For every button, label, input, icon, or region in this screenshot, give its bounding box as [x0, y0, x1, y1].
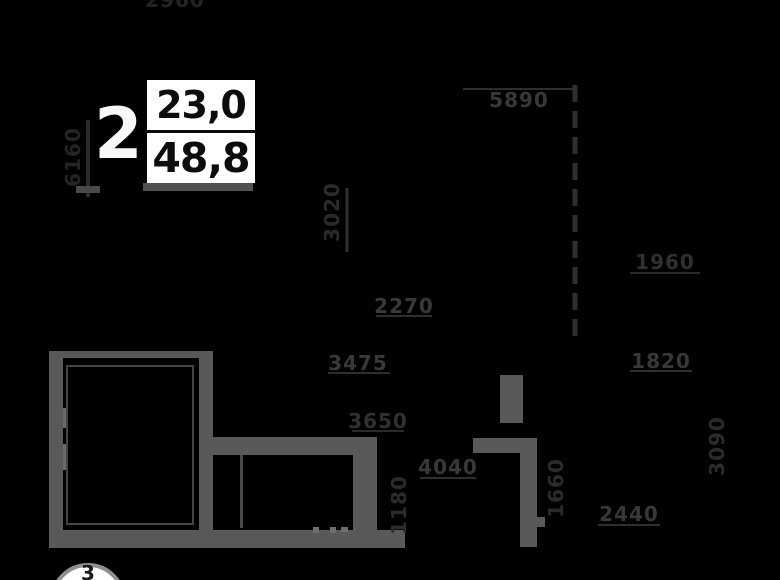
dimension-label-vertical: 6160 [61, 127, 85, 187]
dimension-label: 2960 [145, 0, 205, 12]
dimension-label-vertical: 3090 [705, 416, 729, 476]
wall-thin [240, 455, 243, 528]
dim-tick [76, 186, 100, 193]
section-number: 3 [81, 561, 95, 580]
dimension-label: 1820 [631, 349, 691, 373]
wall [49, 351, 213, 358]
dimension-label: 2270 [374, 294, 434, 318]
wall-notch [201, 430, 212, 437]
dimension-label: 3475 [328, 351, 388, 375]
room-count: 2 [94, 93, 143, 175]
window-tick [63, 444, 66, 470]
dimension-label: 4040 [418, 455, 478, 479]
door-tick [313, 527, 319, 533]
living-area-value: 23,0 [147, 80, 255, 133]
dimension-label-vertical: 1660 [544, 458, 568, 518]
wall [213, 437, 377, 455]
door-tick [341, 527, 348, 532]
wall [520, 438, 537, 547]
unit-area-box: 23,0 48,8 [147, 80, 255, 183]
dimension-label-vertical: 3020 [320, 182, 344, 242]
inner-wall-outline [66, 365, 194, 525]
wall [49, 530, 405, 548]
dimension-label: 2440 [599, 502, 659, 526]
dimension-label: 5890 [489, 88, 549, 112]
door-tick [330, 527, 336, 533]
window-tick [63, 408, 66, 428]
section-badge-circle [56, 563, 120, 580]
wall-jamb [528, 517, 545, 527]
dimension-label: 1960 [635, 250, 695, 274]
dimension-label: 3650 [348, 409, 408, 433]
dimension-label-vertical: 1180 [387, 475, 411, 535]
wall [199, 357, 213, 543]
wall [500, 375, 523, 423]
wall [353, 437, 377, 543]
wall [49, 351, 63, 548]
total-area-value: 48,8 [152, 134, 250, 182]
unit-box-shadow [143, 183, 253, 191]
